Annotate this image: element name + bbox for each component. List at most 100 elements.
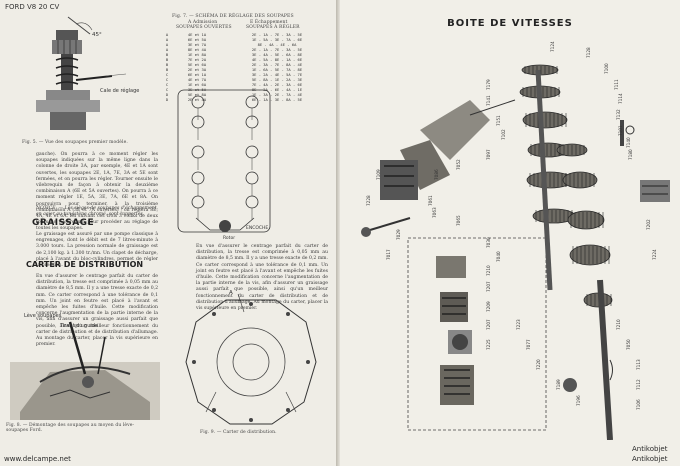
part-callout: 7050 <box>626 339 631 350</box>
part-callout: 7180 <box>628 149 633 160</box>
valve-circle <box>245 145 259 159</box>
valve-table-cell: 8E et 4A <box>187 47 207 52</box>
table-header-a: A Admission <box>188 20 218 25</box>
part-callout: 7202 <box>646 219 651 230</box>
mid-text: En vue d'assurer le centrage parfait du … <box>196 244 328 312</box>
part-callout: 7132 <box>616 109 621 120</box>
encoche-label: ENCOCHE <box>246 226 269 231</box>
valve-table-cell: 1E - 3A - 2E - 7A - 4E <box>251 92 303 97</box>
valve-table-cell: 3E et 7A <box>187 42 207 47</box>
graissage-text: Le graissage est assuré par une pompe cl… <box>36 232 158 269</box>
part-callout: 7225 <box>486 339 491 350</box>
part-callout: 7109 <box>376 169 381 180</box>
valve-table-cell: D <box>165 92 169 97</box>
part-callout: 7228 <box>366 195 371 206</box>
page-fold <box>336 0 340 466</box>
part-callout: 7196 <box>576 395 581 406</box>
part-callout: 7209 <box>486 301 491 312</box>
part-callout: 7189 <box>556 379 561 390</box>
part-callout: 7114 <box>618 93 623 104</box>
valve-circle <box>191 145 205 159</box>
valve-table-cell: C <box>165 87 169 92</box>
valve-table-cell: 7E et 2A <box>187 57 207 62</box>
valve-adjustment-figure <box>36 16 127 130</box>
valve-table-cell: A <box>165 37 169 42</box>
caption-fig8: Fig. 8. — Démontage des soupapes au moye… <box>6 423 135 433</box>
gearbox-title: BOITE DE VITESSES <box>447 18 573 29</box>
part-callout: 7063 <box>432 207 437 218</box>
part-callout: 7207 <box>486 319 491 330</box>
valve-circle <box>191 195 205 209</box>
valve-table-cell: C <box>165 72 169 77</box>
gear <box>562 171 598 189</box>
valve-table-cell: 4E - 5A - 8E - 1A - 6E <box>251 57 303 62</box>
valve-table-cell: 6E et 1A <box>187 72 207 77</box>
valve-table-cell: 7E - 4A - 2E - 3A - 6E <box>251 82 303 87</box>
footer-url: www.delcampe.net <box>4 455 71 463</box>
part-callout: 7017 <box>386 249 391 260</box>
valve-table-cell: 5E et 8A <box>187 92 207 97</box>
valve-circle <box>245 195 259 209</box>
table-header-e: E Échappement <box>250 20 288 25</box>
part-callout: 7207 <box>486 281 491 292</box>
valve-table-cell: 2E - 1A - 7E - 3A - 5E <box>251 47 303 52</box>
gauge-label: Cale de réglage <box>100 88 140 94</box>
valve-table-cell: C <box>165 82 169 87</box>
angle-label: 45° <box>92 32 102 38</box>
valve-table-cell: 8E - 2A - 6E - 4A - 1E <box>251 87 303 92</box>
valve-circle <box>191 95 205 109</box>
valve-table-cell: 2E et 4A <box>187 97 207 102</box>
part-callout: 7140 <box>626 137 631 148</box>
part-callout: 7151 <box>496 115 501 126</box>
valve-table-cell: 2E - 1A - 7E - 3A - 5E <box>251 32 303 37</box>
fig7-title: Fig. 7. — SCHÉMA DE RÉGLAGE DES SOUPAPES <box>172 14 294 19</box>
valve-table-cell: B <box>165 62 169 67</box>
part-callout: 7106 <box>636 399 641 410</box>
valve-table-cell: 4E et 7A <box>187 77 207 82</box>
valve-table-cell: 4E et 1A <box>187 32 207 37</box>
valve-table-cell: 1E - 6A - 5E - 7A - 8E <box>251 67 303 72</box>
valve-table-cell: A <box>165 42 169 47</box>
valve-table-row: D 5E et 8A 1E - 3A - 2E - 7A - 4E <box>162 92 332 97</box>
part-callout: 7141 <box>486 95 491 106</box>
valve-table-cell: 6E et 5A <box>187 37 207 42</box>
plate-label: A <box>229 290 233 296</box>
caption-fig9: Fig. 9. — Carter de distribution. <box>200 430 277 435</box>
part-callout: 7210 <box>486 265 491 276</box>
part-callout: 7065 <box>456 215 461 226</box>
carter-text: En vue d'assurer le centrage parfait du … <box>36 274 158 348</box>
para-top: gauche). On pourra à ce moment régler le… <box>36 152 158 232</box>
valve-table-row: C 6E et 1A 3E - 2A - 4E - 5A - 7E <box>162 72 332 77</box>
gear <box>522 111 568 129</box>
part-callout: 7100 <box>604 63 609 74</box>
part-callout: 7220 <box>536 359 541 370</box>
valve-table-cell: 3E et 5A <box>187 87 207 92</box>
gearbox-exploded-view: 7124712871007111711471327101714071807179… <box>361 41 670 440</box>
valve-table-cell: C <box>165 77 169 82</box>
part-callout: 7052 <box>456 159 461 170</box>
footer-brand-2: Antikobjet <box>632 455 668 463</box>
part-callout: 7224 <box>652 249 657 260</box>
part-callout: 7112 <box>636 379 641 390</box>
part-callout: 7223 <box>516 319 521 330</box>
valve-table-cell: B <box>165 52 169 57</box>
part-callout: 7077 <box>526 339 531 350</box>
rotor-label: Rotor <box>223 236 236 241</box>
part-callout: 7097 <box>486 149 491 160</box>
valve-table-cell: 3E - 2A - 4E - 5A - 7E <box>251 72 303 77</box>
part-callout: 7029 <box>396 229 401 240</box>
valve-table-row: C 3E et 5A 8E - 2A - 6E - 4A - 1E <box>162 87 332 92</box>
part-callout: 7179 <box>486 79 491 90</box>
part-callout: 7111 <box>614 79 619 90</box>
running-head: FORD V8 20 CV <box>5 3 60 11</box>
part-callout: 7086 <box>434 169 439 180</box>
table-sub-adjust: SOUPAPES À RÉGLER <box>246 25 300 30</box>
valve-sequence-diagram <box>177 89 271 233</box>
part-callout: 7210 <box>616 319 621 330</box>
